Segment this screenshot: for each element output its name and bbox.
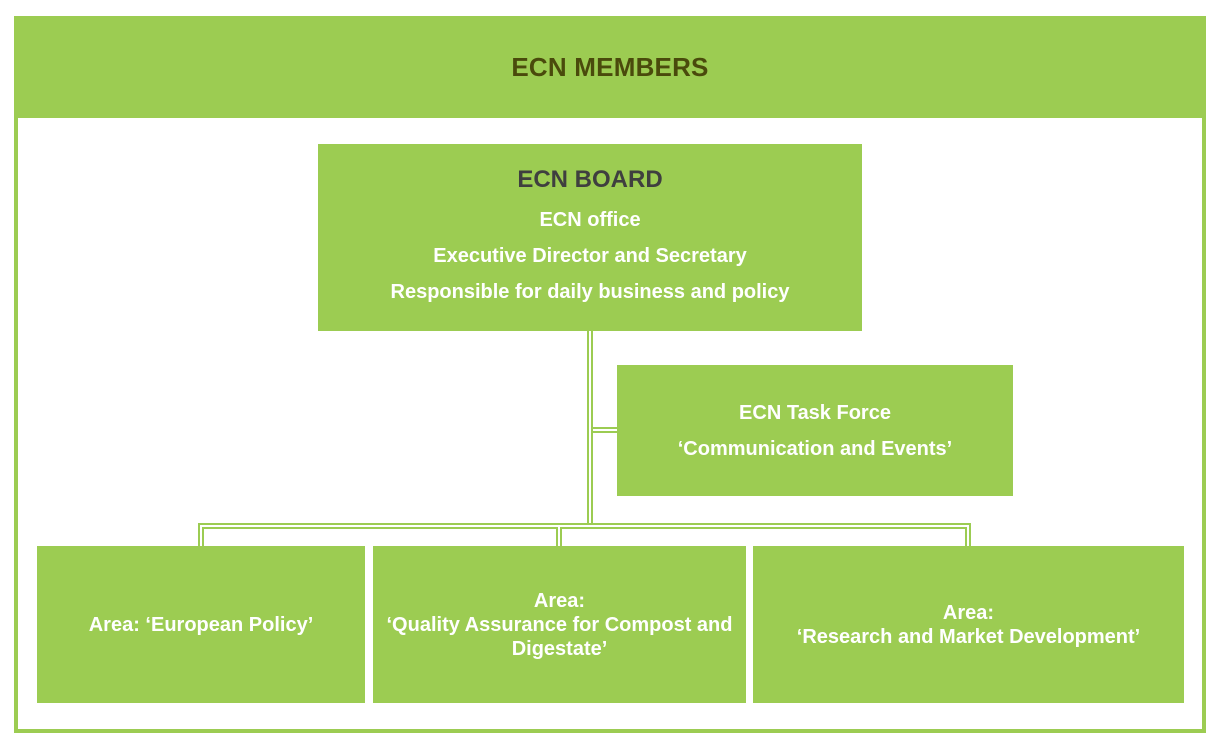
area-research-market-label-2: ‘Research and Market Development’ — [796, 625, 1141, 648]
board-office-label: ECN office — [539, 208, 641, 231]
members-header: ECN MEMBERS — [14, 16, 1206, 118]
area-quality-assurance-label-2: ‘Quality Assurance for Compost and — [386, 613, 733, 636]
task-force-subtitle: ‘Communication and Events’ — [677, 437, 953, 460]
area-quality-assurance-label-1: Area: — [533, 589, 586, 612]
members-title: ECN MEMBERS — [511, 51, 709, 82]
area-research-market-box: Area: ‘Research and Market Development’ — [753, 546, 1184, 703]
area-research-market-label-1: Area: — [942, 601, 995, 624]
area-quality-assurance-label-3: Digestate’ — [511, 637, 608, 660]
board-director-label: Executive Director and Secretary — [433, 244, 747, 267]
board-box: ECN BOARD ECN office Executive Director … — [318, 144, 862, 331]
area-quality-assurance-box: Area: ‘Quality Assurance for Compost and… — [373, 546, 746, 703]
task-force-title: ECN Task Force — [739, 401, 891, 424]
area-european-policy-label: Area: ‘European Policy’ — [88, 613, 314, 636]
board-responsibility-label: Responsible for daily business and polic… — [390, 280, 790, 303]
area-european-policy-box: Area: ‘European Policy’ — [37, 546, 365, 703]
board-title: ECN BOARD — [517, 165, 663, 193]
task-force-box: ECN Task Force ‘Communication and Events… — [617, 365, 1013, 496]
